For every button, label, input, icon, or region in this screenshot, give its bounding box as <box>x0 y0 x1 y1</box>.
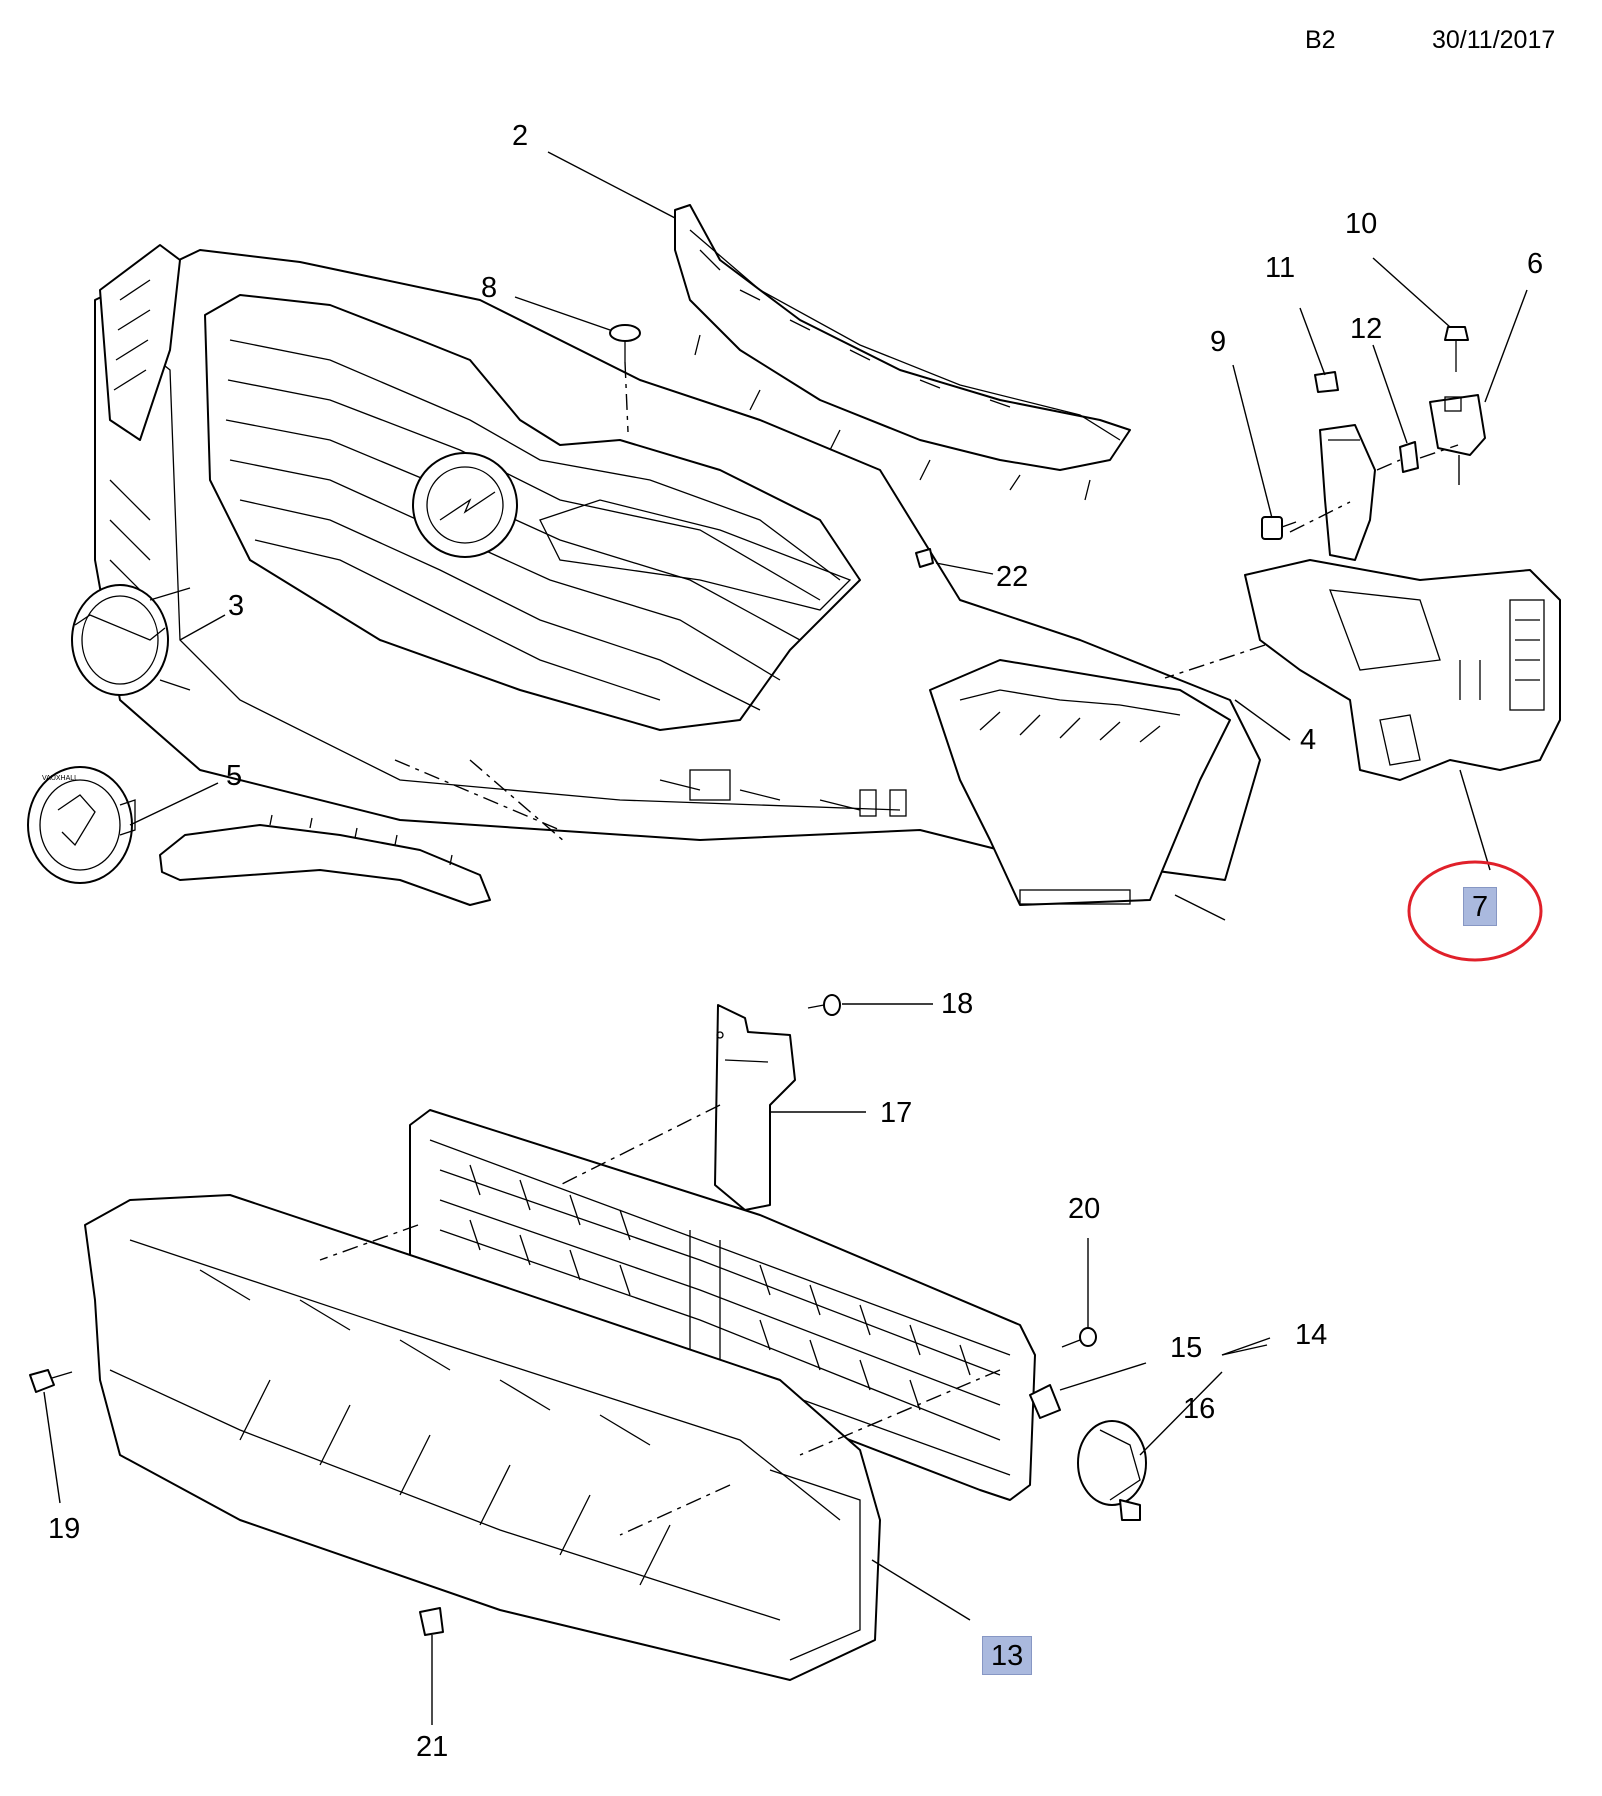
callout-22: 22 <box>996 561 1029 593</box>
callout-4: 4 <box>1300 724 1317 756</box>
clip-22 <box>915 548 934 568</box>
assembly-line <box>619 1484 731 1536</box>
callout-6: 6 <box>1527 248 1544 280</box>
right-side-bracket <box>1244 559 1561 781</box>
callout-3: 3 <box>228 590 245 622</box>
callout-8: 8 <box>481 272 498 304</box>
assembly-line <box>469 759 566 843</box>
bolt-9 <box>1261 516 1297 540</box>
callout-18: 18 <box>941 988 974 1020</box>
lower-trim-strip <box>159 814 491 906</box>
badge-5: VAUXHALL <box>27 766 136 884</box>
push-clip-8 <box>609 324 641 433</box>
assembly-line <box>1419 444 1459 459</box>
callout-19: 19 <box>48 1513 81 1545</box>
callout-21: 21 <box>416 1731 449 1763</box>
upper-grille-trim <box>674 204 1131 501</box>
vertical-bracket <box>714 1004 796 1211</box>
badge-brand-text: VAUXHALL <box>42 775 78 782</box>
bolt-10 <box>1444 326 1469 372</box>
callout-13: 13 <box>982 1636 1033 1675</box>
clip-21 <box>419 1607 444 1636</box>
callout-14: 14 <box>1295 1319 1328 1351</box>
highlight-circle <box>1407 860 1543 962</box>
assembly-line <box>394 759 561 831</box>
callout-2: 2 <box>512 120 529 152</box>
callout-11: 11 <box>1265 252 1296 284</box>
left-bracket <box>99 244 181 441</box>
upright-bracket <box>1314 371 1376 561</box>
callout-17: 17 <box>880 1097 913 1129</box>
bracket-block-6 <box>1429 394 1486 485</box>
assembly-line <box>319 1224 419 1261</box>
screw-20 <box>1061 1327 1097 1348</box>
callout-12: 12 <box>1350 313 1383 345</box>
callout-9: 9 <box>1210 326 1227 358</box>
air-deflector <box>84 1194 881 1681</box>
assembly-line <box>1164 644 1266 679</box>
callout-20: 20 <box>1068 1193 1101 1225</box>
linkage-15 <box>1029 1384 1061 1419</box>
callout-16: 16 <box>1183 1393 1216 1425</box>
assembly-line <box>559 1104 721 1186</box>
callout-5: 5 <box>226 760 243 792</box>
assembly-line <box>799 1369 1001 1456</box>
bolt-19 <box>29 1369 73 1393</box>
diagram-code: B2 <box>1305 26 1336 54</box>
screw-18 <box>807 994 841 1016</box>
leader-lines <box>43 151 1528 1725</box>
assembly-line <box>1289 501 1351 533</box>
shutter-actuator <box>1077 1420 1147 1521</box>
badge-3 <box>71 584 191 696</box>
lower-air-deflector <box>929 659 1231 906</box>
callout-15: 15 <box>1170 1332 1203 1364</box>
clip-12 <box>1399 441 1419 473</box>
radiator-grille <box>204 294 861 731</box>
callout-7: 7 <box>1463 887 1498 926</box>
assembly-line <box>1376 459 1401 471</box>
callout-10: 10 <box>1345 208 1378 240</box>
diagram-date: 30/11/2017 <box>1432 26 1556 54</box>
